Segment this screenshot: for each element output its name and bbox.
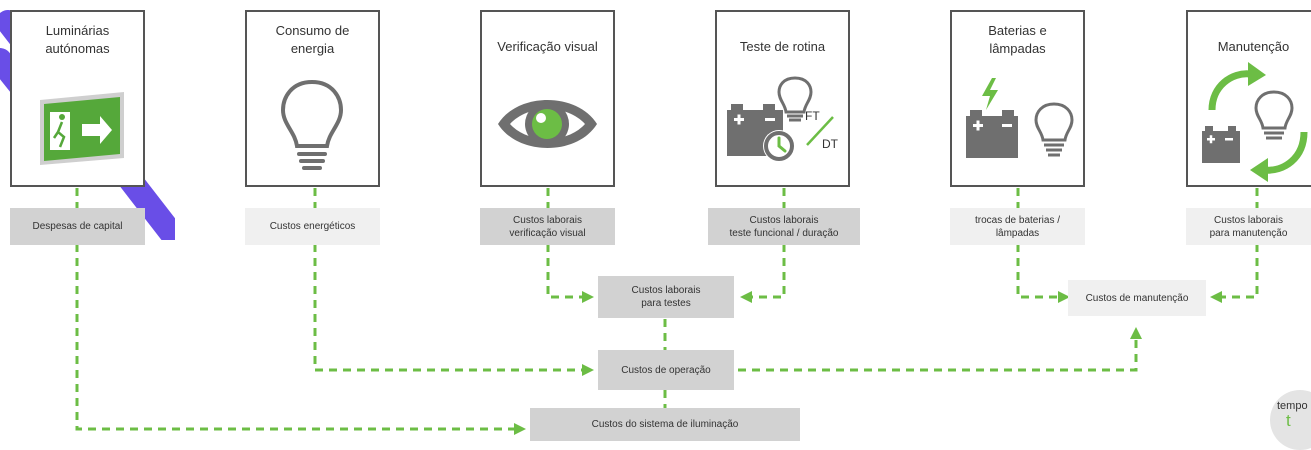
label-capital-expenses: Despesas de capital [10, 208, 145, 245]
battery-lamp-icon [966, 78, 1074, 158]
battery-test-icon [727, 76, 834, 162]
label-energy-costs: Custos energéticos [245, 208, 380, 245]
lightbulb-icon [280, 79, 344, 170]
hub-operation-costs: Custos de operação [598, 350, 734, 390]
time-badge-symbol: t [1286, 411, 1291, 430]
ft-label: FT [805, 109, 820, 123]
panel-routine-test: Teste de rotina FT DT [715, 10, 850, 187]
arrow-head [514, 423, 526, 435]
label-battery-lamp-replacement: trocas de baterias / lâmpadas [950, 208, 1085, 245]
arrow-head [582, 291, 594, 303]
hub-maintenance-costs: Custos de manutenção [1068, 280, 1206, 316]
arrow-head [740, 291, 752, 303]
arrow-head [1058, 291, 1070, 303]
panel-luminaires: Luminárias autónomas [10, 10, 145, 187]
operation-to-maintenance-line [738, 340, 1138, 372]
hub-lighting-system-costs: Custos do sistema de iluminação [530, 408, 800, 441]
arrow-head [1210, 291, 1222, 303]
arrow-head [582, 364, 594, 376]
panel-batteries-lamps: Baterias e lâmpadas [950, 10, 1085, 187]
panel-maintenance: Manutenção [1186, 10, 1311, 187]
dt-label: DT [822, 137, 838, 151]
label-routine-labor: Custos laborais teste funcional / duraçã… [708, 208, 860, 245]
visual-to-tests-line [546, 188, 585, 299]
hub-test-labor: Custos laborais para testes [598, 276, 734, 318]
panel-title: Luminárias autónomas [45, 23, 110, 56]
label-visual-labor: Custos laborais verificação visual [480, 208, 615, 245]
routine-to-tests-line [750, 188, 786, 299]
panel-title: Baterias e lâmpadas [988, 23, 1047, 56]
eye-icon [498, 100, 597, 148]
capital-to-system-line [75, 188, 515, 431]
energy-to-operation-line [313, 188, 585, 372]
labor-to-maintenance-line [1220, 188, 1259, 299]
exit-sign-icon [40, 92, 124, 165]
panel-title: Teste de rotina [739, 39, 826, 54]
label-maintenance-labor: Custos laborais para manutenção [1186, 208, 1311, 245]
panel-title: Consumo de energia [275, 23, 350, 56]
maintenance-cycle-icon [1202, 62, 1308, 182]
panel-energy: Consumo de energia [245, 10, 380, 187]
panel-title: Manutenção [1217, 39, 1290, 54]
time-badge [1270, 390, 1311, 450]
panel-title: Verificação visual [497, 39, 598, 54]
time-badge-word: tempo [1277, 400, 1308, 412]
panel-visual-check: Verificação visual [480, 10, 615, 187]
arrow-head [1130, 327, 1142, 339]
